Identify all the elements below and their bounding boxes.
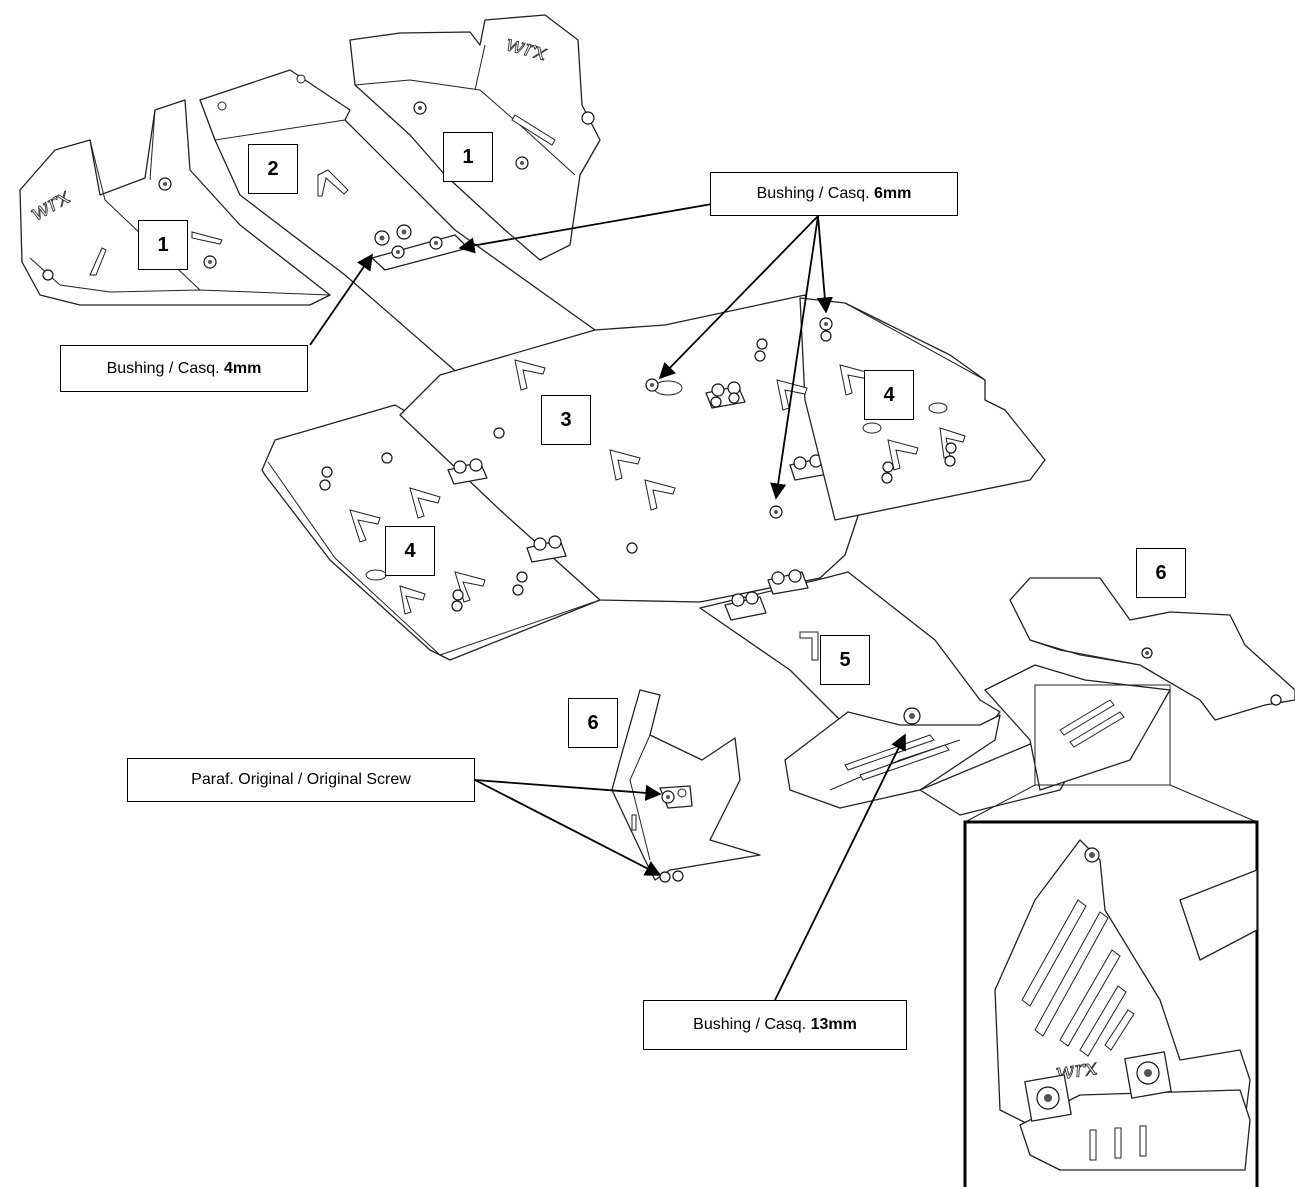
callout-bushing-6mm: Bushing / Casq. 6mm	[710, 172, 958, 216]
callout-bushing-4mm-value: 4mm	[224, 359, 262, 377]
part-4-right-plate	[754, 297, 1046, 521]
arrow-13mm	[774, 733, 906, 1001]
detail-zoom-inset: wrx	[963, 684, 1259, 1187]
arrow-screw-top	[474, 779, 662, 801]
callout-bushing-6mm-value: 6mm	[874, 185, 912, 202]
part-1-left-guard: wrx	[19, 99, 331, 306]
part-label-3: 3	[541, 395, 591, 445]
callout-bushing-13mm: Bushing / Casq. 13mm	[643, 1000, 907, 1050]
part-label-4-right: 4	[864, 370, 914, 420]
part-label-6-left: 6	[568, 698, 618, 748]
arrow-6mm-to-part3-bolt	[770, 215, 819, 500]
part-label-5: 5	[820, 635, 870, 685]
part-3-central-plate	[399, 294, 861, 603]
arrow-screw-bottom	[474, 779, 662, 876]
part-label-1-right: 1	[443, 132, 493, 182]
part-label-1-left: 1	[138, 220, 188, 270]
callout-bushing-6mm-prefix: Bushing / Casq.	[756, 185, 875, 202]
callout-original-screw: Paraf. Original / Original Screw	[127, 758, 475, 802]
part-6-right-guard	[1009, 577, 1295, 721]
arrow-4mm	[309, 253, 373, 346]
part-label-6-right: 6	[1136, 548, 1186, 598]
callout-original-screw-text: Paraf. Original / Original Screw	[191, 771, 411, 788]
callout-bushing-4mm-prefix: Bushing / Casq.	[106, 359, 225, 377]
callout-bushing-13mm-value: 13mm	[810, 1016, 857, 1033]
arrow-6mm-to-part3-hole	[658, 215, 819, 380]
part-label-4-left: 4	[385, 526, 435, 576]
part-6-left-guard	[611, 689, 761, 883]
part-label-2: 2	[248, 144, 298, 194]
arrow-6mm-to-part4	[816, 215, 833, 314]
leader-arrows	[309, 203, 906, 1001]
arrow-6mm-to-part2	[458, 203, 713, 254]
callout-bushing-4mm: Bushing / Casq. 4mm	[60, 345, 308, 392]
callout-bushing-13mm-prefix: Bushing / Casq.	[693, 1016, 811, 1033]
